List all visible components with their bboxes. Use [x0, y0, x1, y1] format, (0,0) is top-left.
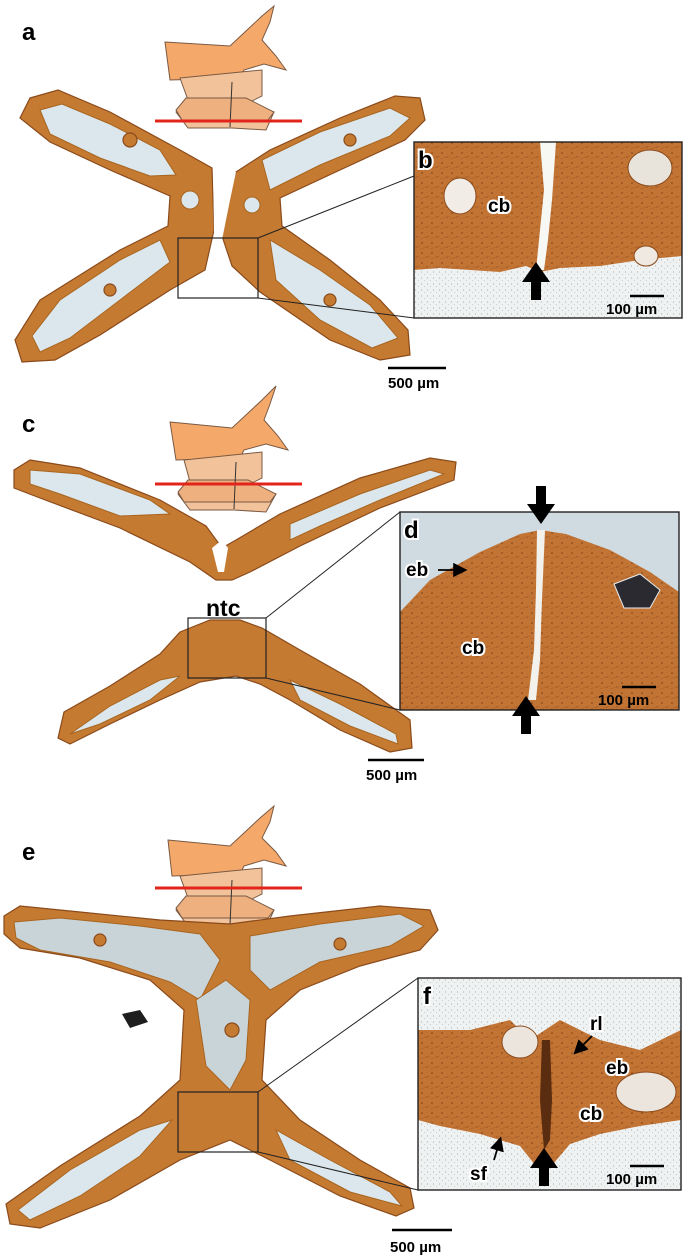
scale-bar-c-text: 500 µm: [366, 767, 417, 784]
scale-bar-d: 100 µm: [598, 685, 656, 709]
panel-label-c: c: [22, 411, 35, 438]
leader-c-bottom: [265, 677, 401, 711]
panel-label-e: e: [22, 839, 35, 866]
leader-e-bottom: [257, 1151, 419, 1191]
label-rl-f: rl: [590, 1014, 603, 1035]
label-sf-f: sf: [470, 1164, 488, 1185]
vertebra-icon-c: [169, 385, 290, 513]
panel-c: c ntc 500 µm: [13, 385, 457, 784]
inset-box-a: [177, 237, 259, 299]
leader-a-bottom: [257, 297, 415, 319]
panel-label-b: b: [418, 147, 433, 174]
panel-a: a 500 µm: [14, 4, 446, 392]
bone-section-c-upper: [13, 457, 457, 581]
scale-bar-c: 500 µm: [366, 758, 424, 784]
label-cb-b: cb: [488, 196, 510, 217]
arrow-down-d: [527, 486, 555, 524]
panel-label-f: f: [423, 983, 432, 1010]
arrow-up-d: [512, 696, 540, 734]
scale-bar-e-text: 500 µm: [390, 1239, 441, 1256]
panel-label-a: a: [22, 19, 36, 46]
label-cb-d: cb: [462, 638, 484, 659]
panel-label-d: d: [404, 517, 419, 544]
panel-b: b cb 100 µm: [413, 141, 683, 319]
scale-bar-d-text: 100 µm: [598, 692, 649, 709]
scale-bar-e: 500 µm: [390, 1228, 452, 1256]
scale-bar-a-text: 500 µm: [388, 375, 439, 392]
panel-d: d eb cb 100 µm: [399, 486, 680, 734]
label-eb-d: eb: [406, 560, 428, 581]
scale-bar-b: 100 µm: [606, 294, 664, 318]
leader-a-top: [257, 175, 415, 239]
bone-section-c-lower: [57, 619, 413, 753]
arrow-up-b: [522, 262, 550, 300]
vertebra-icon-e: [167, 804, 288, 929]
bone-section-e: [3, 905, 439, 1229]
inset-box-c: [187, 617, 267, 679]
inset-box-e: [177, 1091, 259, 1153]
arrow-up-f: [530, 1148, 558, 1186]
scale-bar-a: 500 µm: [388, 366, 446, 392]
vertebra-icon-a: [164, 4, 288, 131]
leader-c-top: [265, 511, 401, 619]
panel-f: f rl eb cb sf 100 µm: [417, 977, 682, 1191]
scale-bar-b-text: 100 µm: [606, 301, 657, 318]
ntc-label: ntc: [206, 595, 241, 621]
panel-e: e 500 µm: [3, 804, 452, 1256]
arrow-sf-f: [490, 1136, 504, 1161]
label-eb-f: eb: [606, 1058, 628, 1079]
leader-e-top: [257, 977, 419, 1093]
label-cb-f: cb: [580, 1104, 602, 1125]
bone-section-a: [14, 89, 426, 363]
scale-bar-f: 100 µm: [606, 1164, 664, 1188]
arrow-rl-f: [573, 1035, 593, 1055]
scale-bar-f-text: 100 µm: [606, 1171, 657, 1188]
